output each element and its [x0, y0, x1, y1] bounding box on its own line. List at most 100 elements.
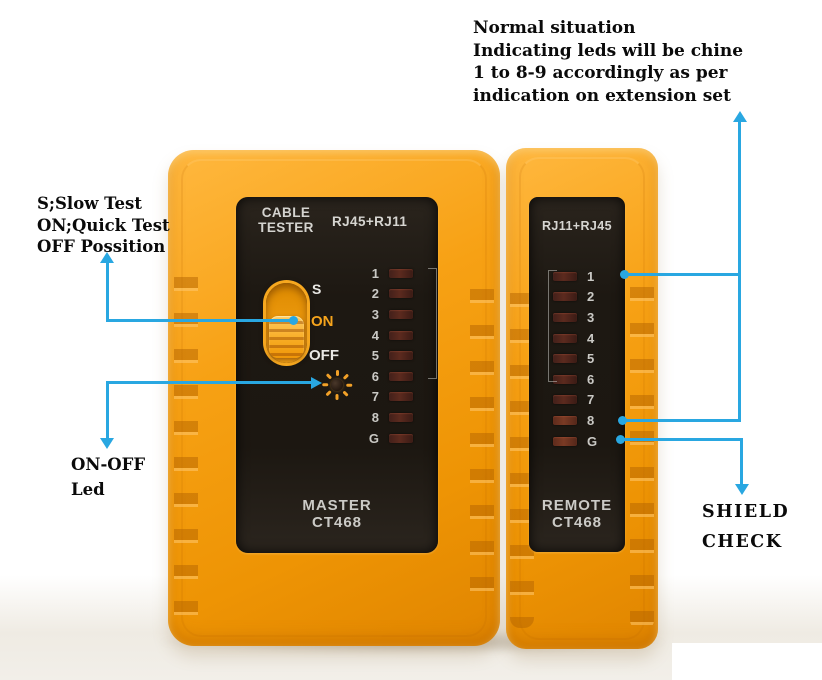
- pointer-shield-vertical: [740, 440, 743, 486]
- led-row: 3: [346, 304, 431, 325]
- pointer-led-horizontal: [106, 381, 312, 384]
- pin-led: [389, 330, 413, 340]
- remote-led-column: 1 2 3 4 5 6 7 8 G: [553, 266, 623, 451]
- note-line: Normal situation: [473, 18, 636, 38]
- brand-line2: TESTER: [258, 220, 314, 235]
- led-row: 2: [346, 284, 431, 305]
- pin-label: 6: [371, 368, 379, 384]
- power-led-dot: [331, 379, 343, 391]
- pin-label: 3: [587, 309, 595, 325]
- pin-label: 5: [587, 351, 595, 367]
- note-normal-situation: Normal situation Indicating leds will be…: [473, 17, 743, 107]
- note-switch-positions: S;Slow Test ON;Quick Test OFF Possition: [37, 193, 170, 258]
- note-line: ON-OFF: [71, 455, 146, 474]
- pointer-pin8-horizontal: [624, 419, 740, 422]
- note-line: Led: [71, 480, 105, 499]
- power-led-ray: [336, 394, 339, 400]
- pins-1-6-bracket: [548, 270, 557, 382]
- remote-model-label: REMOTE CT468: [529, 497, 625, 531]
- led-row: 6: [553, 369, 623, 390]
- pin-label: 4: [587, 330, 595, 346]
- power-led-ray: [336, 370, 339, 376]
- led-row: 8: [553, 410, 623, 431]
- master-ports-label: RJ45+RJ11: [332, 214, 408, 229]
- pin-led: [553, 333, 577, 343]
- pointer-shield-horizontal: [622, 438, 743, 441]
- led-row: 3: [553, 307, 623, 328]
- pin-label: 5: [371, 348, 379, 364]
- remote-ports-label: RJ11+RJ45: [542, 219, 612, 233]
- pin-label: 8: [587, 412, 595, 428]
- pointer-switch-horizontal: [106, 319, 293, 322]
- pointer-dot-pin8: [618, 416, 627, 425]
- note-line: CHECK: [702, 532, 783, 552]
- grip-ribs-right: [470, 280, 494, 610]
- arrow-right-icon: [311, 376, 322, 389]
- pin-led: [553, 374, 577, 384]
- pointer-pin1-horizontal: [626, 273, 740, 276]
- led-row: 1: [346, 263, 431, 284]
- power-led-ray: [322, 383, 329, 387]
- pin-label: 7: [587, 392, 595, 408]
- pointer-dot-switch: [289, 316, 298, 325]
- note-line: S;Slow Test: [37, 194, 142, 213]
- led-row: G: [553, 431, 623, 452]
- pin-led: [389, 268, 413, 278]
- power-led-ray: [325, 390, 332, 397]
- arrow-down-icon: [100, 438, 114, 449]
- model-line1: REMOTE: [541, 497, 613, 514]
- note-line: OFF Possition: [37, 237, 166, 256]
- model-line2: CT468: [551, 514, 603, 531]
- pin-label: 6: [587, 371, 595, 387]
- led-row: G: [346, 428, 431, 449]
- master-panel: CABLE TESTER RJ45+RJ11 S ON OFF: [236, 197, 438, 553]
- pin-led: [389, 392, 413, 402]
- brand-line1: CABLE: [261, 205, 311, 220]
- pin-led: [389, 412, 413, 422]
- pin-led: [389, 351, 413, 361]
- led-row: 2: [553, 287, 623, 308]
- switch-thumb: [269, 316, 304, 358]
- pointer-dot-pin1: [620, 270, 629, 279]
- led-row: 6: [346, 366, 431, 387]
- pin-label: G: [587, 433, 598, 449]
- pins-1-6-bracket: [428, 268, 437, 379]
- switch-label-off: OFF: [309, 347, 339, 364]
- pin-led: [553, 395, 577, 405]
- grip-ribs-left: [174, 268, 198, 628]
- pin-label: G: [368, 430, 379, 446]
- pointer-normal-vertical: [738, 121, 741, 422]
- led-row: 5: [346, 345, 431, 366]
- pin-led: [553, 292, 577, 302]
- pin-label: 2: [371, 286, 379, 302]
- note-onoff-led: ON-OFF Led: [71, 452, 145, 502]
- led-row: 7: [553, 390, 623, 411]
- arrow-up-icon: [732, 111, 747, 122]
- brand-label: CABLE TESTER: [254, 205, 318, 235]
- pin-led: [389, 309, 413, 319]
- remote-panel: RJ11+RJ45 1 2 3 4 5 6 7 8 G REMOTE CT468: [529, 197, 625, 552]
- pointer-switch-vertical: [106, 262, 109, 321]
- switch-label-s: S: [312, 281, 322, 297]
- switch-label-on: ON: [311, 313, 334, 330]
- pin-led: [553, 415, 577, 425]
- arrow-down-icon: [734, 484, 749, 495]
- master-model-label: MASTER CT468: [236, 497, 438, 531]
- arrow-up-icon: [100, 252, 114, 263]
- led-row: 7: [346, 387, 431, 408]
- pin-label: 4: [371, 327, 379, 343]
- note-line: ON;Quick Test: [37, 215, 170, 235]
- model-line1: MASTER: [302, 497, 372, 514]
- power-led: [320, 368, 354, 402]
- pin-led: [553, 436, 577, 446]
- pin-led: [389, 371, 413, 381]
- pin-label: 8: [371, 409, 379, 425]
- pin-led: [389, 433, 413, 443]
- pin-label: 7: [371, 389, 379, 405]
- note-shield-check: SHIELD CHECK: [702, 497, 789, 557]
- led-row: 1: [553, 266, 623, 287]
- master-led-column: 1 2 3 4 5 6 7 8 G: [346, 263, 431, 448]
- pin-led: [553, 312, 577, 322]
- note-line: 1 to 8-9 accordingly as per: [473, 63, 728, 83]
